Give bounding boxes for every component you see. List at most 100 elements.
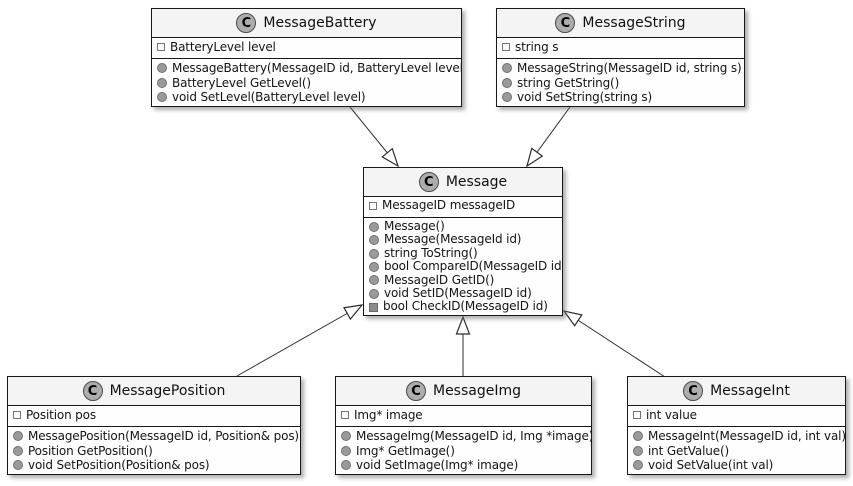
class-box-messagestring: C MessageString string s MessageString(M… (496, 8, 745, 107)
class-stereotype-icon: C (236, 13, 257, 33)
member-row: MessageID messageID (369, 198, 557, 212)
inheritance-arrow-messagestring-to-message (526, 106, 571, 168)
class-stereotype-icon: C (555, 13, 576, 33)
member-text: Message() (384, 219, 445, 233)
member-text: Img* image (354, 408, 423, 422)
member-text: Position GetPosition() (28, 443, 153, 458)
member-row: Img* image (341, 408, 586, 423)
class-stereotype-icon: C (82, 381, 103, 401)
class-box-messageimg: C MessageImg Img* image MessageImg(Messa… (335, 376, 592, 475)
public-method-icon (157, 92, 167, 103)
member-row: void SetLevel(BatteryLevel level) (157, 90, 456, 105)
member-row: void SetString(string s) (502, 90, 739, 105)
public-method-icon (13, 431, 23, 442)
public-method-icon (369, 275, 379, 286)
member-row: int value (633, 408, 840, 423)
methods-compartment: MessagePosition(MessageID id, Position& … (8, 427, 300, 474)
member-row: bool CompareID(MessageID id) (369, 259, 562, 273)
member-text: bool CompareID(MessageID id) (384, 259, 562, 274)
public-method-icon (369, 235, 379, 246)
member-row: void SetPosition(Position& pos) (13, 458, 295, 473)
methods-compartment: MessageString(MessageID id, string s)str… (497, 59, 744, 106)
private-method-icon (369, 302, 378, 312)
fields-compartment: BatteryLevel level (152, 38, 461, 59)
member-text: MessageBattery(MessageID id, BatteryLeve… (172, 61, 461, 75)
methods-compartment: MessageImg(MessageID id, Img *image)Img*… (336, 427, 591, 474)
public-method-icon (502, 63, 512, 74)
public-method-icon (369, 288, 379, 299)
field-icon (369, 201, 377, 210)
member-text: int value (646, 408, 697, 422)
member-row: Position pos (13, 408, 295, 423)
member-text: MessageID messageID (382, 198, 516, 212)
member-text: MessageInt(MessageID id, int val) (648, 429, 845, 443)
member-text: MessageString(MessageID id, string s) (517, 61, 742, 75)
class-stereotype-icon: C (418, 172, 439, 192)
class-header: C MessageInt (628, 377, 845, 406)
class-stereotype-icon: C (405, 381, 426, 401)
member-text: Img* GetImage() (356, 443, 455, 458)
class-name: MessageBattery (263, 15, 377, 31)
member-text: void SetValue(int val) (648, 458, 774, 472)
member-text: Message(MessageId id) (384, 232, 522, 247)
member-row: int GetValue() (633, 444, 840, 459)
public-method-icon (369, 221, 379, 232)
public-method-icon (633, 460, 643, 471)
field-icon (157, 43, 165, 52)
class-name: MessagePosition (109, 383, 226, 399)
methods-compartment: MessageBattery(MessageID id, BatteryLeve… (152, 59, 461, 106)
inheritance-arrow-messageposition-to-message (236, 304, 364, 377)
public-method-icon (341, 431, 351, 442)
public-method-icon (502, 77, 512, 88)
member-row: Message() (369, 219, 557, 233)
class-box-messagebattery: C MessageBattery BatteryLevel level Mess… (151, 8, 462, 107)
fields-compartment: int value (628, 406, 845, 427)
class-header: C MessageBattery (152, 9, 461, 38)
public-method-icon (157, 63, 167, 74)
inheritance-arrow-messagebattery-to-message (349, 106, 400, 168)
member-text: void SetLevel(BatteryLevel level) (172, 90, 366, 104)
field-icon (502, 43, 510, 52)
member-row: Position GetPosition() (13, 444, 295, 459)
member-row: MessageImg(MessageID id, Img *image) (341, 429, 591, 444)
member-text: bool CheckID(MessageID id) (383, 299, 548, 314)
member-text: BatteryLevel level (170, 40, 276, 54)
class-box-message: C Message MessageID messageID Message()M… (363, 167, 563, 316)
member-row: string GetString() (502, 76, 739, 91)
member-text: Position pos (26, 408, 96, 422)
member-row: string ToString() (369, 245, 557, 260)
methods-compartment: Message()Message(MessageId id)string ToS… (364, 218, 562, 315)
class-box-messageint: C MessageInt int value MessageInt(Messag… (627, 376, 846, 475)
member-row: void SetID(MessageID id) (369, 286, 557, 301)
member-text: BatteryLevel GetLevel() (172, 75, 311, 90)
member-text: string ToString() (384, 245, 478, 260)
member-row: bool CheckID(MessageID id) (369, 300, 557, 313)
public-method-icon (369, 248, 379, 259)
fields-compartment: MessageID messageID (364, 197, 562, 218)
class-name: Message (445, 174, 508, 190)
class-name: MessageString (582, 15, 686, 31)
public-method-icon (13, 460, 23, 471)
member-text: void SetString(string s) (517, 90, 653, 104)
public-method-icon (341, 445, 351, 456)
member-row: Message(MessageId id) (369, 232, 557, 247)
member-text: string GetString() (517, 75, 620, 90)
member-row: Img* GetImage() (341, 444, 586, 459)
member-row: void SetValue(int val) (633, 458, 840, 473)
field-icon (13, 411, 21, 420)
member-row: BatteryLevel GetLevel() (157, 76, 456, 91)
member-text: void SetPosition(Position& pos) (28, 458, 210, 472)
class-header: C MessagePosition (8, 377, 300, 406)
public-method-icon (341, 460, 351, 471)
class-name: MessageImg (432, 383, 521, 399)
methods-compartment: MessageInt(MessageID id, int val)int Get… (628, 427, 845, 474)
member-text: void SetID(MessageID id) (384, 286, 532, 301)
fields-compartment: Img* image (336, 406, 591, 427)
class-stereotype-icon: C (683, 381, 704, 401)
member-row: BatteryLevel level (157, 40, 456, 55)
public-method-icon (157, 77, 167, 88)
inheritance-arrow-messageint-to-message (562, 310, 666, 378)
class-header: C MessageString (497, 9, 744, 38)
